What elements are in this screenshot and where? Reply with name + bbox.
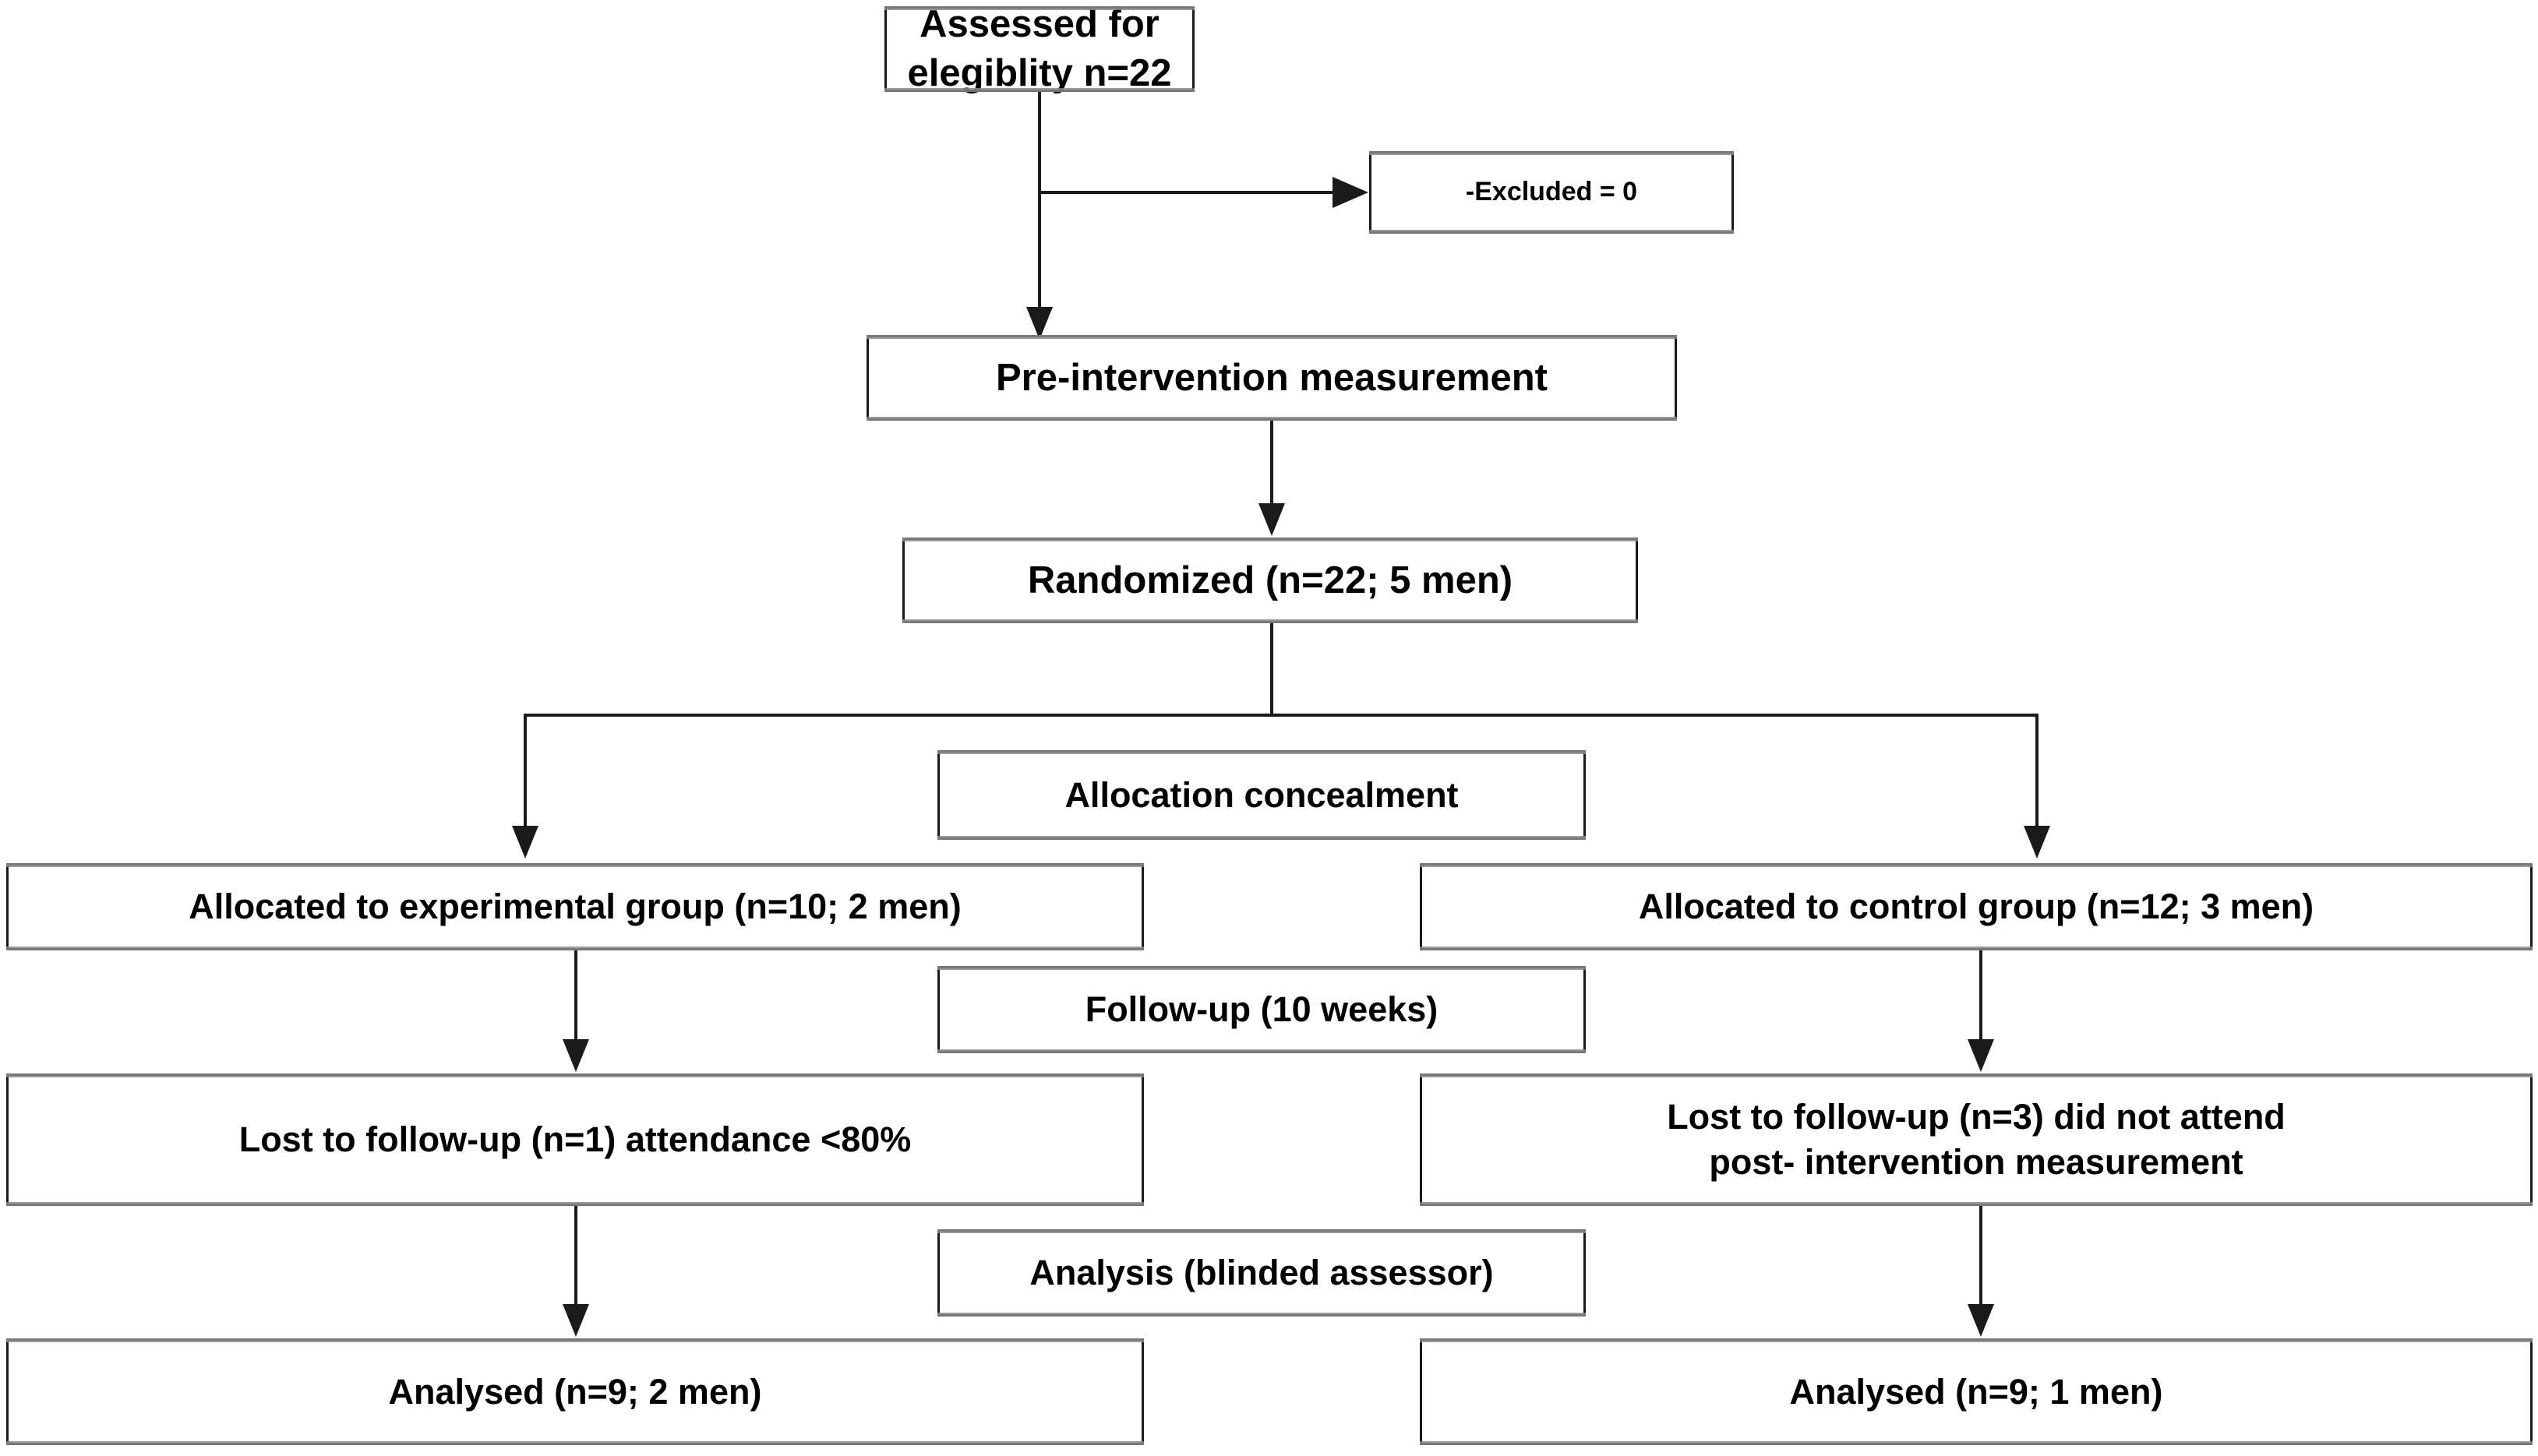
connector-randomized-to-split [1270,623,1273,717]
node-analysed-control-label: Analysed (n=9; 1 men) [1789,1371,2163,1412]
stage-label-allocation-concealment-text: Allocation concealment [1064,774,1459,815]
connector-lost-control-to-analysed [1979,1206,1982,1309]
node-lost-to-follow-up-control-line1: Lost to follow-up (n=3) did not attend [1667,1097,2286,1137]
node-lost-to-follow-up-control-line2: post- intervention measurement [1709,1142,2243,1182]
node-excluded-label: -Excluded = 0 [1465,177,1638,207]
connector-lost-experimental-to-analysed [574,1206,577,1309]
node-analysed-experimental-label: Analysed (n=9; 2 men) [388,1371,762,1412]
connector-assessed-to-excluded [1040,191,1336,194]
stage-label-analysis-text: Analysis (blinded assessor) [1029,1253,1494,1293]
node-randomized-label: Randomized (n=22; 5 men) [1027,559,1513,601]
node-allocated-control-group: Allocated to control group (n=12; 3 men) [1420,863,2533,950]
arrowhead-analysed-experimental [563,1304,589,1337]
connector-experimental-to-lost [574,950,577,1044]
arrowhead-excluded [1333,177,1368,208]
arrowhead-randomized [1258,503,1285,536]
connector-split-to-experimental [524,714,527,830]
node-analysed-control: Analysed (n=9; 1 men) [1420,1338,2533,1445]
arrowhead-analysed-control [1968,1304,1994,1337]
connector-control-to-lost [1979,950,1982,1044]
node-excluded: -Excluded = 0 [1369,151,1734,234]
arrowhead-allocated-control [2024,826,2050,858]
node-allocated-control-group-label: Allocated to control group (n=12; 3 men) [1638,887,2314,927]
arrowhead-lost-experimental [563,1039,589,1072]
arrowhead-pre-intervention [1026,307,1053,340]
node-lost-to-follow-up-experimental: Lost to follow-up (n=1) attendance <80% [6,1073,1144,1206]
stage-label-follow-up: Follow-up (10 weeks) [937,966,1586,1053]
stage-label-analysis: Analysis (blinded assessor) [937,1229,1586,1317]
node-allocated-experimental-group: Allocated to experimental group (n=10; 2… [6,863,1144,950]
node-analysed-experimental: Analysed (n=9; 2 men) [6,1338,1144,1445]
node-pre-intervention-measurement: Pre-intervention measurement [867,335,1677,421]
connector-assessed-to-pre-intervention [1038,92,1041,326]
connector-split-to-control [2035,714,2039,830]
node-lost-to-follow-up-experimental-line1: Lost to follow-up (n=1) attendance <80% [238,1119,912,1160]
arrowhead-allocated-experimental [512,826,538,858]
stage-label-follow-up-text: Follow-up (10 weeks) [1085,989,1438,1030]
node-assessed-for-eligibility: Assessed for elegiblity n=22 [884,3,1195,94]
node-pre-intervention-measurement-label: Pre-intervention measurement [996,356,1548,399]
node-lost-to-follow-up-control: Lost to follow-up (n=3) did not attend p… [1420,1073,2533,1206]
node-assessed-for-eligibility-label: Assessed for elegiblity n=22 [907,3,1172,94]
connector-pre-intervention-to-randomized [1270,421,1273,508]
connector-allocation-split-bar [524,714,2039,717]
stage-label-allocation-concealment: Allocation concealment [937,750,1586,840]
node-allocated-experimental-group-label: Allocated to experimental group (n=10; 2… [189,887,962,927]
node-randomized: Randomized (n=22; 5 men) [902,538,1638,623]
arrowhead-lost-control [1968,1039,1994,1072]
